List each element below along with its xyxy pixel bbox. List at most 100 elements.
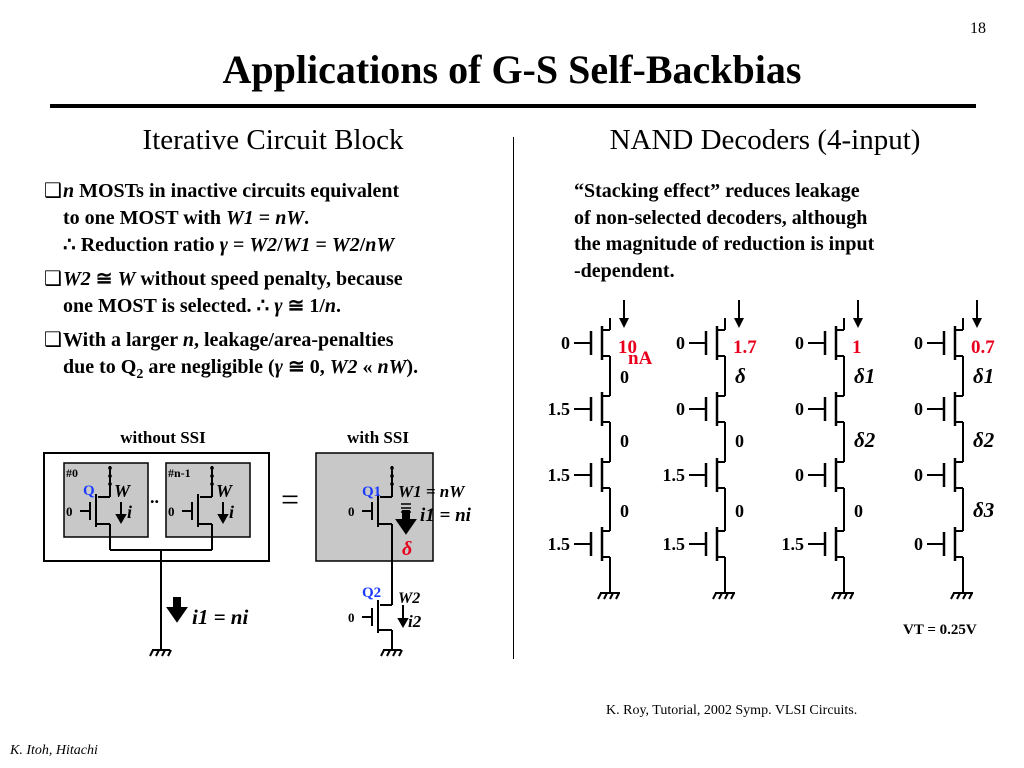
gate-input-value: 1.5	[548, 465, 571, 485]
column-divider	[513, 137, 514, 659]
cell-n-1-label: #n-1	[168, 466, 191, 480]
ground-hatch	[962, 592, 967, 600]
gate-input-value: 0	[795, 465, 804, 485]
stacking-line: the magnitude of reduction is input	[574, 233, 875, 255]
internal-node-value: 0	[735, 501, 744, 521]
gate-input-value: 0	[914, 399, 923, 419]
stacking-line: -dependent.	[574, 259, 675, 282]
ground-hatch	[609, 592, 614, 600]
bullet-list: ❑ n MOSTs in inactive circuits equivalen…	[40, 178, 510, 395]
ground-hatch	[597, 592, 602, 600]
w2-label: W2	[398, 590, 420, 607]
current-unit-label: nA	[628, 348, 653, 369]
equals-sign: =	[281, 481, 299, 517]
gate-input-value: 0	[676, 399, 685, 419]
internal-node-value: 0	[620, 367, 629, 387]
title-divider	[50, 104, 976, 108]
checkbox-bullet-icon: ❑	[44, 268, 62, 290]
i2-label: i2	[408, 612, 422, 631]
total-current-label: i1 = ni	[192, 605, 248, 629]
author-footer: K. Itoh, Hitachi	[10, 743, 98, 758]
stacking-effect-text: “Stacking effect” reduces leakage of non…	[574, 178, 994, 284]
arrowhead-icon	[619, 318, 629, 328]
internal-node-value: δ	[735, 364, 746, 388]
ground-hatch	[950, 592, 955, 600]
gate-input-value: 0	[561, 333, 570, 353]
gate-zero-label: 0	[348, 610, 355, 625]
bullet-2: ❑ W2 ≅ W without speed penalty, because …	[40, 266, 510, 320]
checkbox-bullet-icon: ❑	[44, 180, 62, 202]
bullet-2-line-2: one MOST is selected. ∴ γ ≅ 1/n.	[63, 295, 342, 317]
bullet-3: ❑ With a larger n, leakage/area-penaltie…	[40, 327, 510, 388]
ground-hatch	[837, 592, 842, 600]
internal-node-value: 0	[620, 501, 629, 521]
internal-node-value: δ2	[854, 428, 876, 452]
gate-input-value: 0	[914, 534, 923, 554]
with-ssi-label: with SSI	[347, 428, 409, 447]
slide-title: Applications of G-S Self-Backbias	[222, 47, 802, 92]
cell-0-label: #0	[66, 466, 78, 480]
left-heading: Iterative Circuit Block	[142, 124, 404, 156]
reference-citation: K. Roy, Tutorial, 2002 Symp. VLSI Circui…	[606, 703, 858, 718]
i-label: i	[127, 502, 132, 522]
delta-label: δ	[402, 538, 412, 560]
ellipsis-dots: ..	[150, 487, 159, 507]
internal-node-value: δ1	[973, 364, 994, 388]
ground-hatch	[712, 592, 717, 600]
gate-input-value: 1.5	[548, 399, 571, 419]
gate-input-value: 1.5	[782, 534, 805, 554]
bullet-2-line-1: W2 ≅ W without speed penalty, because	[63, 268, 403, 290]
ground-hatch	[615, 592, 620, 600]
i1-label: i1 = ni	[420, 505, 472, 526]
internal-node-value: δ2	[973, 428, 995, 452]
internal-node-value: 0	[854, 501, 863, 521]
i-label: i	[229, 502, 234, 522]
ground-hatch	[843, 592, 848, 600]
gate-input-value: 0	[795, 333, 804, 353]
internal-node-value: δ1	[854, 364, 875, 388]
bullet-1-line-3: ∴ Reduction ratio γ = W2/W1 = W2/nW	[63, 234, 395, 256]
leakage-current-value: 0.7	[971, 337, 995, 358]
ground-hatch	[831, 592, 836, 600]
right-heading: NAND Decoders (4-input)	[609, 124, 921, 156]
gate-input-value: 1.5	[663, 534, 686, 554]
leakage-current-value: 10	[618, 337, 637, 358]
w-label: W	[114, 481, 132, 501]
gate-input-value: 1.5	[663, 465, 686, 485]
gate-zero-label: 0	[66, 504, 73, 519]
ground-hatch	[730, 592, 735, 600]
without-ssi-label: without SSI	[120, 428, 206, 447]
slide-number: 18	[970, 20, 986, 37]
bullet-3-line-1: With a larger n, leakage/area-penalties	[63, 329, 394, 351]
bullet-1-line-1: n MOSTs in inactive circuits equivalent	[63, 180, 400, 202]
bullet-3-line-2: due to Q2 are negligible (γ ≅ 0, W2 « nW…	[63, 356, 419, 382]
gate-zero-label: 0	[168, 504, 175, 519]
internal-node-value: 0	[735, 431, 744, 451]
ground-hatch	[968, 592, 973, 600]
ground-hatch	[724, 592, 729, 600]
internal-node-value: 0	[620, 431, 629, 451]
arrowhead-icon	[734, 318, 744, 328]
bullet-1: ❑ n MOSTs in inactive circuits equivalen…	[40, 178, 510, 259]
leakage-current-value: 1.7	[733, 337, 757, 358]
without-ssi-frame	[43, 452, 270, 562]
q-label: Q	[83, 483, 95, 499]
w-label: W	[216, 481, 234, 501]
gate-zero-label: 0	[348, 504, 355, 519]
ssi-cell	[315, 452, 434, 562]
bullet-1-line-2: to one MOST with W1 = nW.	[63, 207, 310, 229]
q1-label: Q1	[362, 484, 381, 500]
gate-input-value: 0	[914, 465, 923, 485]
w1-label: W1 = nW	[398, 482, 466, 501]
leakage-current-value: 1	[852, 337, 862, 358]
stacking-line: of non-selected decoders, although	[574, 206, 868, 229]
ground-hatch	[603, 592, 608, 600]
ground-hatch	[956, 592, 961, 600]
arrowhead-icon	[972, 318, 982, 328]
stacking-line: “Stacking effect” reduces leakage	[574, 180, 860, 202]
gate-input-value: 0	[914, 333, 923, 353]
checkbox-bullet-icon: ❑	[44, 329, 62, 351]
gate-input-value: 0	[795, 399, 804, 419]
nand-decoder-diagram: 01.51.51.510nA000001.51.51.7δ000001.51δ1…	[548, 300, 995, 600]
